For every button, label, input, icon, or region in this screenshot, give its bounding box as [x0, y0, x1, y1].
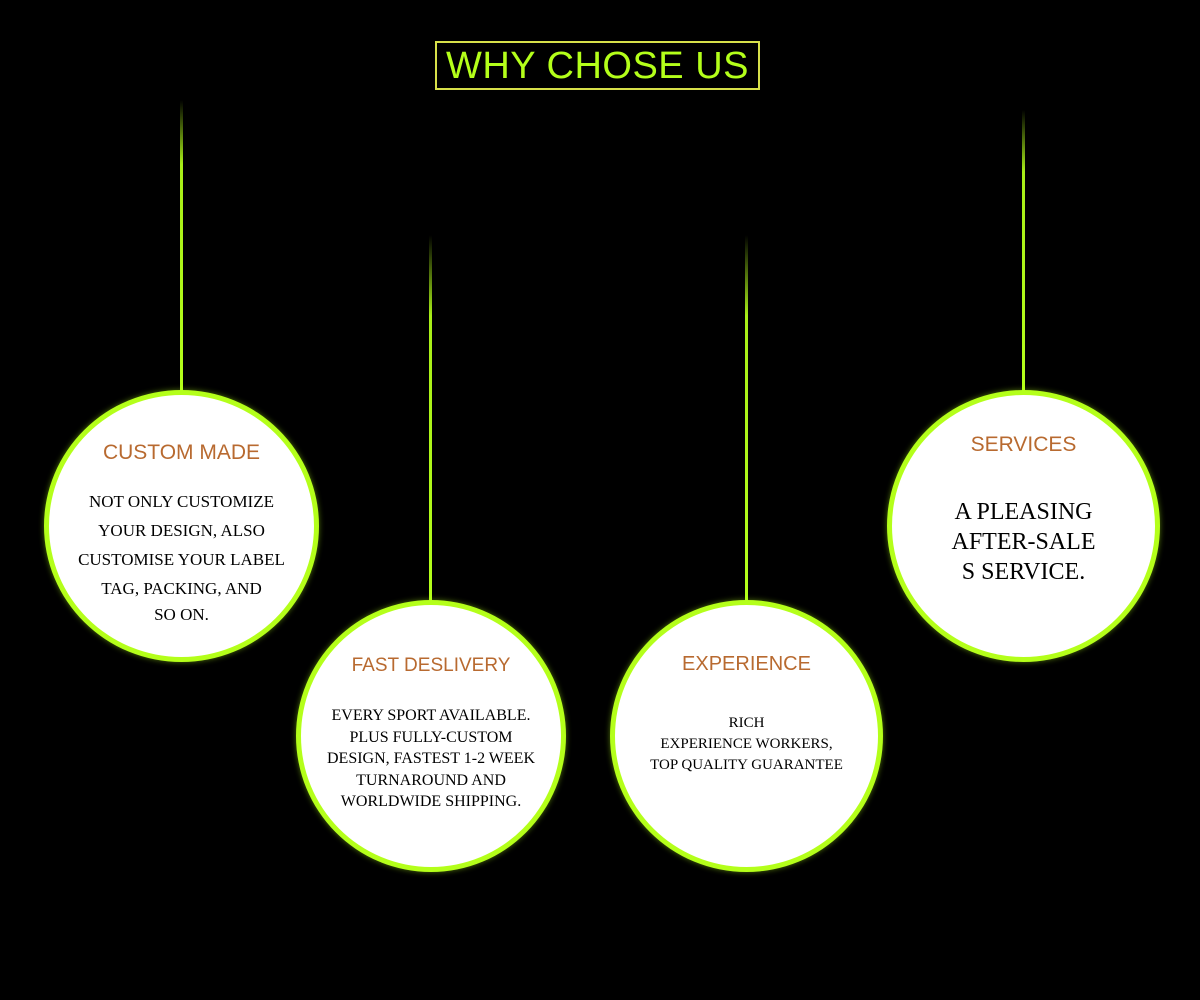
card-description-line: EXPERIENCE WORKERS, [660, 736, 833, 752]
card-title: EXPERIENCE [682, 653, 811, 675]
card-description-line: WORLDWIDE SHIPPING. [340, 793, 522, 810]
card-description: A PLEASING AFTER-SALE S SERVICE. [892, 497, 1155, 587]
card-description-line: S SERVICE. [961, 559, 1086, 585]
card-description-line: AFTER-SALE [951, 529, 1096, 555]
card-description: RICH EXPERIENCE WORKERS, TOP QUALITY GUA… [615, 713, 878, 776]
hanging-string-fast-delivery [429, 235, 432, 602]
hanging-string-services [1022, 110, 1025, 392]
card-description-line: A PLEASING [954, 499, 1093, 525]
card-description-line: DESIGN, FASTEST 1-2 WEEK [327, 750, 535, 767]
hanging-string-custom-made [180, 100, 183, 392]
card-fast-delivery: FAST DESLIVERY EVERY SPORT AVAILABLE. PL… [296, 600, 566, 872]
card-title: SERVICES [970, 433, 1077, 456]
card-description-line: TOP QUALITY GUARANTEE [650, 757, 843, 773]
card-title: FAST DESLIVERY [351, 655, 511, 676]
card-custom-made: CUSTOM MADE NOT ONLY CUSTOMIZE YOUR DESI… [44, 390, 319, 662]
section-title-box: WHY CHOSE US [435, 41, 760, 90]
section-title: WHY CHOSE US [445, 44, 749, 87]
card-description: EVERY SPORT AVAILABLE. PLUS FULLY-CUSTOM… [301, 705, 561, 813]
card-services: SERVICES A PLEASING AFTER-SALE S SERVICE… [887, 390, 1160, 662]
card-experience: EXPERIENCE RICH EXPERIENCE WORKERS, TOP … [610, 600, 883, 872]
card-description-line: CUSTOMISE YOUR LABEL [78, 550, 285, 569]
card-description: NOT ONLY CUSTOMIZE YOUR DESIGN, ALSO CUS… [49, 487, 314, 627]
card-description-line: SO ON. [154, 605, 209, 624]
card-description-line: TURNAROUND AND [356, 771, 506, 789]
card-title: CUSTOM MADE [102, 441, 261, 464]
card-description-line: EVERY SPORT AVAILABLE. [331, 707, 531, 724]
card-description-line: RICH [728, 715, 765, 731]
card-description-line: PLUS FULLY-CUSTOM [349, 728, 513, 746]
hanging-string-experience [745, 235, 748, 602]
card-description-line: NOT ONLY CUSTOMIZE [89, 492, 274, 511]
card-description-line: TAG, PACKING, AND [101, 579, 262, 598]
card-description-line: YOUR DESIGN, ALSO [98, 521, 265, 540]
